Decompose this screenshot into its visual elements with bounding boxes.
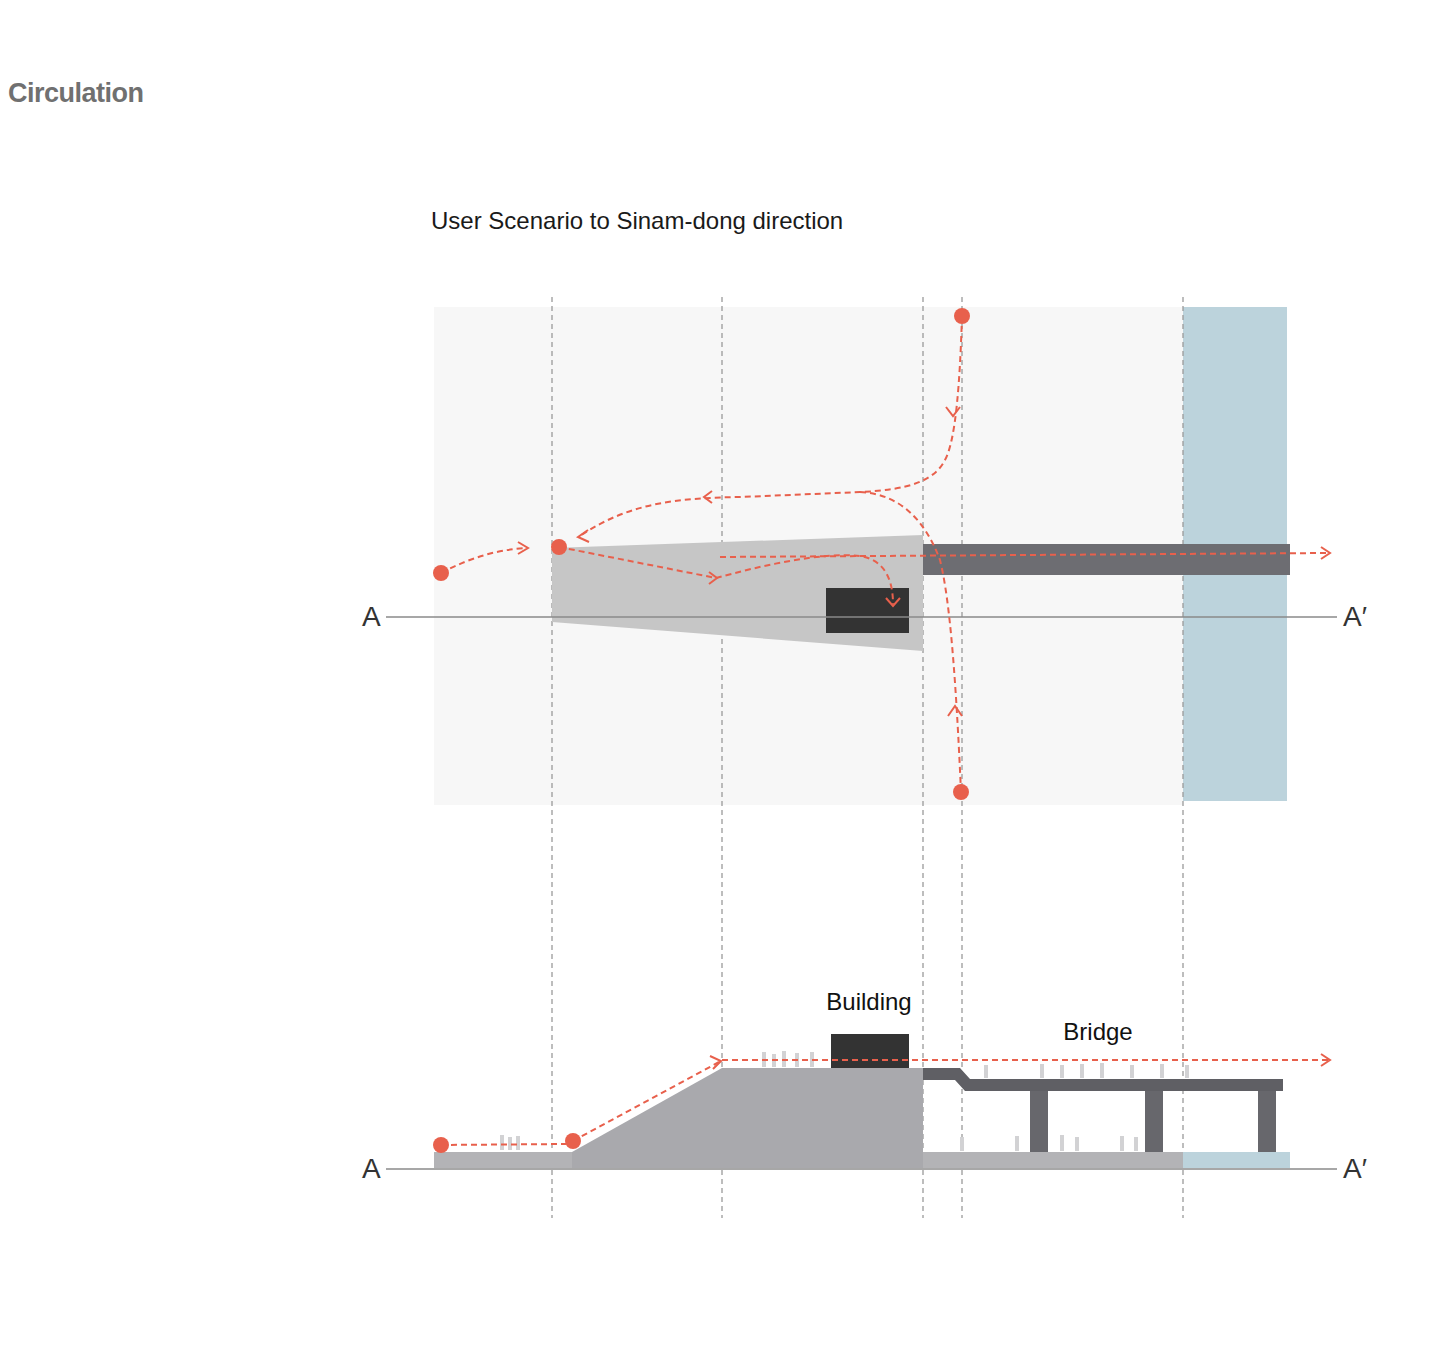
arrowhead xyxy=(578,530,589,542)
section-mark: A′ xyxy=(1343,1152,1367,1186)
start-dot xyxy=(433,565,449,581)
diagram-title: Circulation xyxy=(8,78,144,109)
start-dot xyxy=(551,539,567,555)
section-water xyxy=(1183,1152,1290,1168)
route-arrowheads xyxy=(518,407,1330,716)
person xyxy=(1185,1065,1189,1078)
bridge-column xyxy=(1145,1091,1163,1152)
bridge-node: Bridge xyxy=(996,1018,1200,1046)
person xyxy=(1060,1135,1064,1151)
node-label: Building xyxy=(808,988,930,1016)
person xyxy=(1130,1065,1134,1078)
plan-routes xyxy=(441,316,1328,792)
arrowhead xyxy=(710,1056,721,1069)
person xyxy=(984,1065,988,1078)
section-ramp xyxy=(572,1068,923,1168)
arrowhead xyxy=(1321,1054,1330,1066)
people-figures xyxy=(500,1051,1189,1151)
arrowhead xyxy=(704,491,712,503)
arrowhead xyxy=(886,598,900,606)
arrowhead xyxy=(518,542,528,554)
bridge-column xyxy=(1258,1091,1276,1152)
section-dots xyxy=(433,1133,581,1153)
bridge-columns xyxy=(1030,1091,1276,1152)
person xyxy=(516,1136,520,1150)
subtitle-label: User Scenario to Sinam-dong direction xyxy=(431,207,843,236)
person xyxy=(1080,1064,1084,1078)
person xyxy=(1060,1065,1064,1078)
section-mark: A′ xyxy=(1343,600,1367,634)
plan-bridge xyxy=(923,544,1290,575)
section-baseline xyxy=(386,1168,1337,1170)
start-dot xyxy=(953,784,969,800)
building-node: Building xyxy=(808,988,930,1016)
arrowhead xyxy=(948,706,962,716)
section-arrowheads xyxy=(710,1054,1330,1069)
person xyxy=(500,1135,504,1150)
section-mark: A xyxy=(362,1152,381,1186)
start-dot xyxy=(954,308,970,324)
route-dots xyxy=(433,308,970,800)
route-path xyxy=(573,1062,719,1141)
grid-line xyxy=(551,297,552,1218)
person xyxy=(960,1137,964,1151)
section-cut-line xyxy=(386,616,1337,618)
person xyxy=(1134,1137,1138,1151)
person xyxy=(1120,1136,1124,1151)
arrowhead xyxy=(946,407,960,416)
route-path xyxy=(720,553,1328,557)
start-dot xyxy=(565,1133,581,1149)
route-path xyxy=(580,316,962,536)
arrowhead xyxy=(1321,547,1330,559)
start-dot xyxy=(433,1137,449,1153)
section-routes xyxy=(441,1060,1328,1145)
section-mark: A xyxy=(362,600,381,634)
person xyxy=(1160,1064,1164,1078)
person xyxy=(1015,1136,1019,1151)
person xyxy=(1040,1064,1044,1078)
person xyxy=(1075,1137,1079,1151)
arrowhead xyxy=(709,572,717,584)
section-building xyxy=(831,1034,909,1068)
plan-building xyxy=(826,588,909,633)
plan-ramp xyxy=(552,535,923,651)
route-path xyxy=(860,492,961,792)
person xyxy=(1100,1063,1104,1078)
route-path xyxy=(441,548,526,573)
route-path xyxy=(441,1144,566,1145)
node-label: Bridge xyxy=(996,1018,1200,1046)
route-path xyxy=(722,1059,1328,1061)
bridge-column xyxy=(1030,1091,1048,1152)
